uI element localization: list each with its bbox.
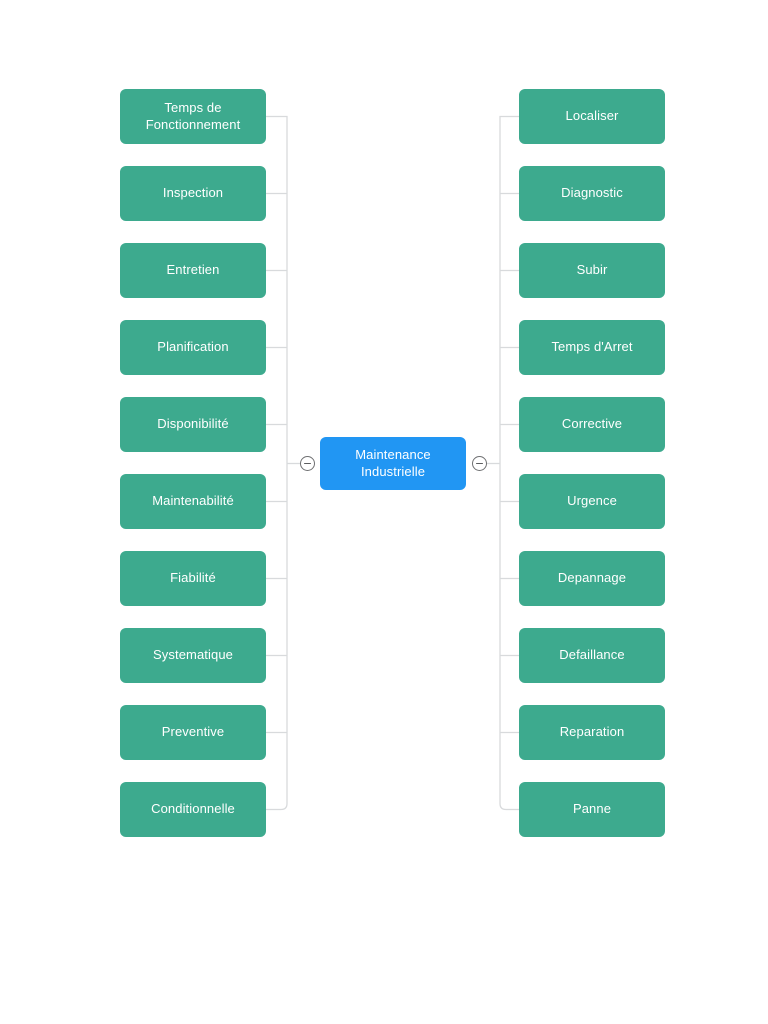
branch-node-label: Reparation — [559, 724, 625, 740]
branch-node-left-4[interactable]: Planification — [120, 320, 266, 375]
branch-node-right-3[interactable]: Subir — [519, 243, 665, 298]
branch-node-label: Temps d'Arret — [551, 339, 633, 355]
branch-node-right-4[interactable]: Temps d'Arret — [519, 320, 665, 375]
branch-node-label: Disponibilité — [157, 416, 229, 432]
branch-node-label: Diagnostic — [561, 185, 623, 201]
minus-circle-icon — [304, 462, 311, 465]
collapse-toggle-right[interactable] — [472, 456, 487, 471]
minus-circle-icon — [476, 462, 483, 465]
branch-node-label: Maintenabilité — [152, 493, 234, 509]
branch-node-left-3[interactable]: Entretien — [120, 243, 266, 298]
branch-node-left-6[interactable]: Maintenabilité — [120, 474, 266, 529]
collapse-toggle-left[interactable] — [300, 456, 315, 471]
branch-node-left-1[interactable]: Temps de Fonctionnement — [120, 89, 266, 144]
branch-node-right-9[interactable]: Reparation — [519, 705, 665, 760]
branch-node-left-10[interactable]: Conditionnelle — [120, 782, 266, 837]
root-node[interactable]: Maintenance Industrielle — [320, 437, 466, 490]
branch-node-label: Subir — [576, 262, 608, 278]
branch-node-label: Localiser — [565, 108, 619, 124]
branch-node-label: Preventive — [161, 724, 225, 740]
branch-node-label: Corrective — [561, 416, 623, 432]
branch-node-right-8[interactable]: Defaillance — [519, 628, 665, 683]
root-node-label: Maintenance Industrielle — [355, 447, 431, 479]
branch-node-label: Temps de Fonctionnement — [145, 100, 241, 132]
branch-node-right-5[interactable]: Corrective — [519, 397, 665, 452]
branch-node-label: Entretien — [166, 262, 220, 278]
branch-node-left-8[interactable]: Systematique — [120, 628, 266, 683]
branch-node-right-7[interactable]: Depannage — [519, 551, 665, 606]
connectors-right — [487, 115, 519, 811]
branch-node-left-5[interactable]: Disponibilité — [120, 397, 266, 452]
branch-node-left-2[interactable]: Inspection — [120, 166, 266, 221]
branch-node-right-2[interactable]: Diagnostic — [519, 166, 665, 221]
branch-node-label: Planification — [157, 339, 229, 355]
branch-node-label: Defaillance — [559, 647, 625, 663]
connectors-left — [266, 115, 300, 811]
branch-node-label: Panne — [572, 801, 612, 817]
branch-node-label: Inspection — [162, 185, 224, 201]
branch-node-left-7[interactable]: Fiabilité — [120, 551, 266, 606]
branch-node-right-1[interactable]: Localiser — [519, 89, 665, 144]
branch-node-label: Conditionnelle — [151, 801, 235, 817]
branch-node-right-10[interactable]: Panne — [519, 782, 665, 837]
branch-node-left-9[interactable]: Preventive — [120, 705, 266, 760]
branch-node-right-6[interactable]: Urgence — [519, 474, 665, 529]
connector-trunk-right — [499, 115, 507, 811]
branch-node-label: Depannage — [557, 570, 627, 586]
branch-node-label: Systematique — [153, 647, 233, 663]
branch-node-label: Urgence — [567, 493, 617, 509]
connector-trunk-left — [280, 115, 288, 811]
branch-node-label: Fiabilité — [170, 570, 216, 586]
